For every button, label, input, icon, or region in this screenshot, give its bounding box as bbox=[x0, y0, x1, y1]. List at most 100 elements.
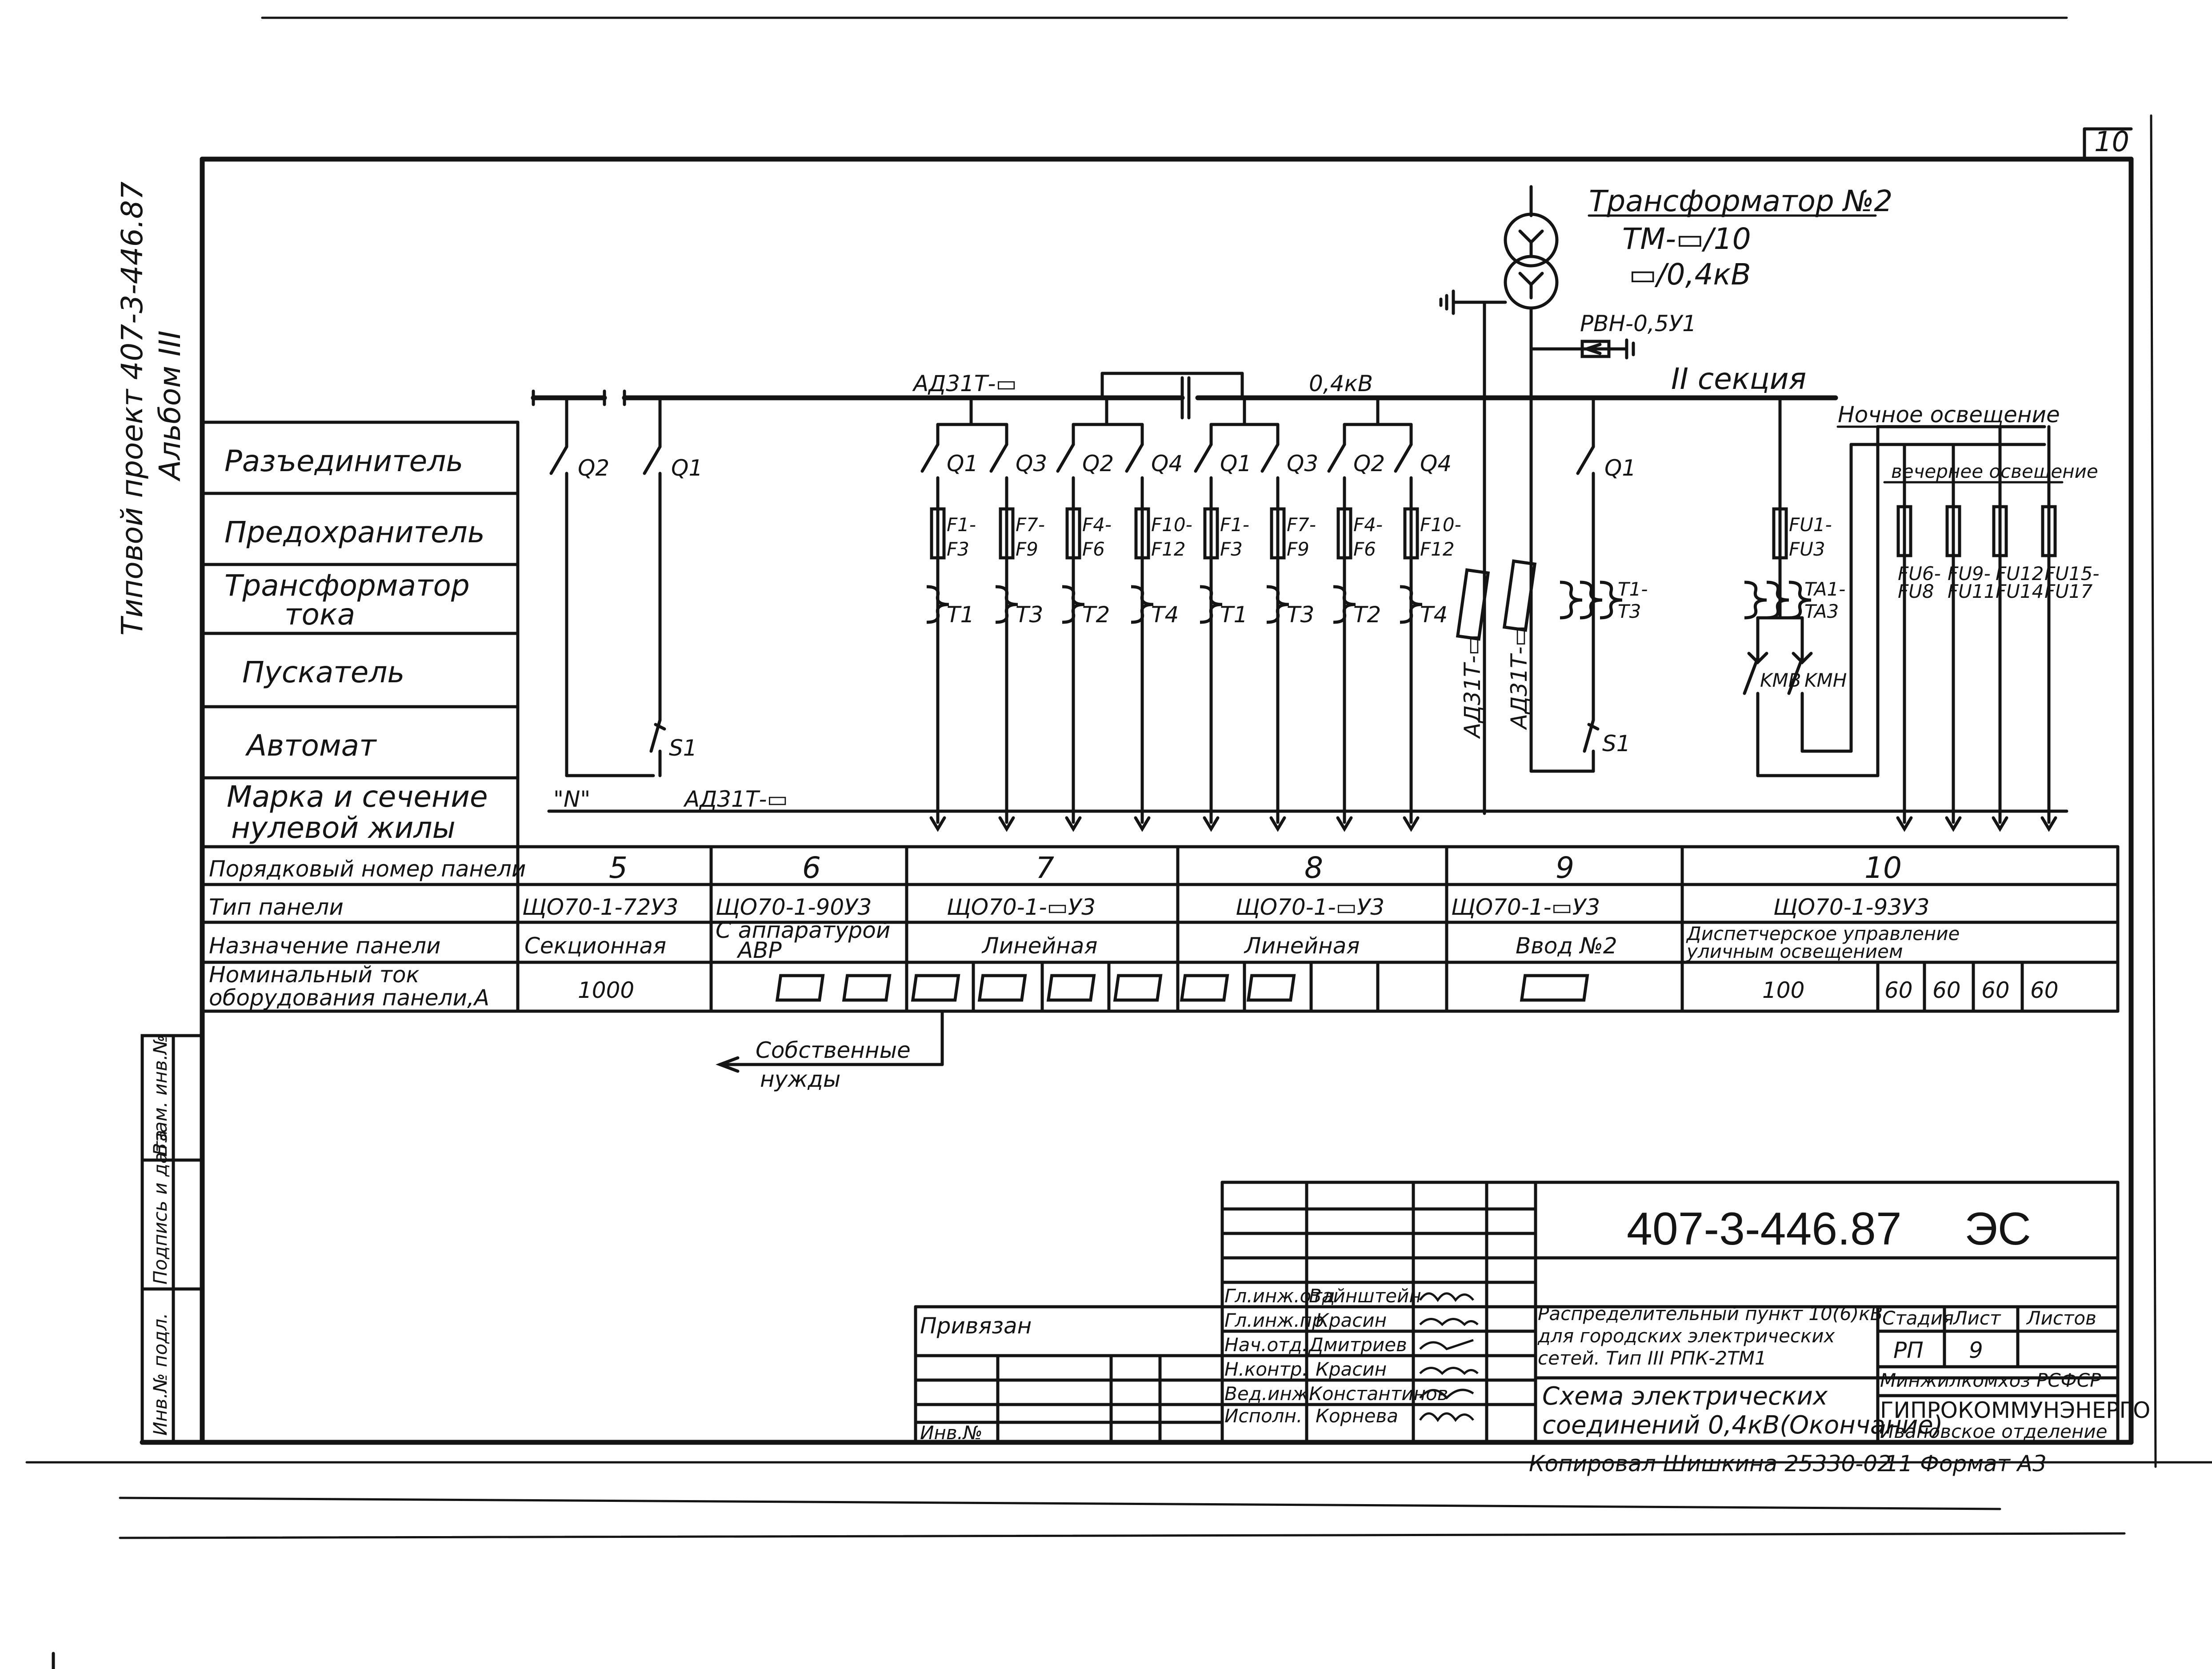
person-name: Корнева bbox=[1316, 1405, 1398, 1427]
org-branch: Ивановское отделение bbox=[1880, 1421, 2108, 1442]
ct-label: T3 bbox=[1016, 602, 1043, 628]
panel-type: ЩО70-1-▭У3 bbox=[1236, 894, 1384, 920]
panel-number: 5 bbox=[609, 851, 628, 885]
light-fuse-label: FU6- bbox=[1898, 563, 1941, 584]
table-numbers: 5 6 7 8 9 10 bbox=[609, 851, 1902, 885]
project-title: для городских электрических bbox=[1537, 1325, 1836, 1347]
title-doc-code: 407-3-446.87 bbox=[1627, 1203, 1902, 1255]
copied-by: Копировал Шишкина 25330-02 bbox=[1529, 1451, 1892, 1477]
ct-label: T2 bbox=[1353, 602, 1381, 628]
panel-purpose: Линейная bbox=[981, 933, 1097, 959]
disconnector-label: Q4 bbox=[1151, 451, 1183, 476]
panel-purpose: Ввод №2 bbox=[1516, 933, 1617, 959]
person-name: Вайнштейн bbox=[1309, 1285, 1421, 1307]
panel-current: 1000 bbox=[578, 977, 634, 1003]
fuse-label: F4- bbox=[1353, 514, 1383, 536]
transformer-symbol bbox=[1439, 185, 1635, 815]
light-fuse-label: FU8 bbox=[1898, 580, 1934, 602]
breaker-in-label: S1 bbox=[1602, 731, 1631, 756]
panel-type: ЩО70-1-▭У3 bbox=[1451, 894, 1600, 920]
ct-label: T1 bbox=[1220, 602, 1248, 628]
panel-purpose: Диспетчерское управление bbox=[1686, 923, 1960, 945]
disconnector-label: Q1 bbox=[947, 451, 978, 476]
person-name: Константинов bbox=[1309, 1383, 1448, 1405]
fuse-label: FU3 bbox=[1789, 538, 1825, 560]
current-transformer-symbols bbox=[926, 580, 1812, 624]
label-current-transformer-2: тока bbox=[284, 597, 355, 632]
fuse-label: F9 bbox=[1287, 538, 1309, 560]
light-fuse-label: FU17 bbox=[2044, 580, 2093, 602]
ct-label: T3 bbox=[1287, 602, 1314, 628]
busbar-section: II секция bbox=[1671, 362, 1806, 396]
arrow-markers bbox=[929, 816, 2057, 832]
side-stamp: Типовой проект 407-3-446.87 Альбом III bbox=[115, 181, 187, 636]
evening-lighting-label: вечернее освещение bbox=[1891, 460, 2098, 482]
table-types: ЩО70-1-72У3 ЩО70-1-90У3 ЩО70-1-▭У3 ЩО70-… bbox=[522, 894, 1929, 920]
sheet-value: 9 bbox=[1969, 1337, 1983, 1363]
busbar-voltage: 0,4кВ bbox=[1309, 371, 1373, 396]
signatures bbox=[1419, 1292, 1479, 1422]
org-institute: ГИПРОКОММУНЭНЕРГО bbox=[1880, 1397, 2150, 1423]
busbar-breaker-label: АД31Т-▭ bbox=[912, 371, 1017, 396]
fuse-label: F1- bbox=[947, 514, 976, 536]
table-header-purpose: Назначение панели bbox=[209, 933, 441, 959]
drawing-title: соединений 0,4кВ(Окончание) bbox=[1542, 1411, 1943, 1440]
title-tied-label: Привязан bbox=[920, 1313, 1032, 1339]
light-fuse-label: FU12 bbox=[1996, 563, 2044, 584]
table-currents: 1000 100 60 60 60 60 bbox=[578, 977, 2059, 1003]
night-lighting-label: Ночное освещение bbox=[1838, 402, 2060, 428]
stamp-inv-original: Инв.№ подл. bbox=[149, 1313, 171, 1436]
panel-current: 60 bbox=[2030, 977, 2059, 1003]
light-fuse-label: FU15- bbox=[2044, 563, 2100, 584]
light-fuse-label: FU11 bbox=[1948, 580, 1996, 602]
panel-number: 9 bbox=[1556, 851, 1574, 885]
fuse-label: F4- bbox=[1082, 514, 1112, 536]
transformer-model-hv: ТМ-▭/10 bbox=[1622, 222, 1751, 256]
stamp-signature-date: Подпись и дата bbox=[149, 1130, 171, 1285]
own-needs-label: Собственные bbox=[756, 1037, 911, 1063]
disconnector-label: Q1 bbox=[671, 455, 703, 481]
zero-wire-name: "N" bbox=[553, 786, 590, 812]
current-transformer-labels: T1 T3 T2 T4 T1 T3 T2 T4 T1- T3 TA1- TA3 bbox=[947, 578, 1845, 628]
label-disconnector: Разъединитель bbox=[224, 444, 463, 478]
breaker-symbols bbox=[649, 718, 1600, 753]
fuse-labels: F1- F3 F7- F9 F4- F6 F10- F12 F1- F3 F7-… bbox=[947, 514, 2100, 602]
disconnector-label: Q2 bbox=[578, 455, 609, 481]
panel-purpose: Секционная bbox=[524, 933, 666, 959]
fuse-label: FU1- bbox=[1789, 514, 1832, 536]
light-fuse-label: FU9- bbox=[1948, 563, 1991, 584]
label-fuse: Предохранитель bbox=[224, 515, 485, 549]
own-needs-label-2: нужды bbox=[760, 1066, 840, 1092]
panel-type: ЩО70-1-93У3 bbox=[1773, 894, 1929, 920]
person-name: Красин bbox=[1316, 1358, 1387, 1380]
disconnector-labels: Q2 Q1 Q1 Q3 Q2 Q4 Q1 Q3 Q2 Q4 Q1 bbox=[578, 451, 1636, 481]
panel-number: 10 bbox=[1864, 851, 1902, 885]
panel-type: ЩО70-1-72У3 bbox=[522, 894, 678, 920]
role: Н.контр. bbox=[1224, 1358, 1308, 1380]
ct-group-label: TA3 bbox=[1804, 600, 1839, 622]
paper-format: Формат А3 bbox=[1920, 1451, 2047, 1477]
panel-purpose: Линейная bbox=[1244, 933, 1360, 959]
busbars bbox=[531, 372, 1838, 420]
fuse-label: F7- bbox=[1016, 514, 1045, 536]
label-breaker: Автомат bbox=[245, 728, 377, 763]
fuse-label: F12 bbox=[1420, 538, 1455, 560]
ct-group-label: T1- bbox=[1618, 578, 1648, 600]
title-doc-type: ЭС bbox=[1964, 1203, 2031, 1255]
riser-boxes bbox=[1456, 559, 1537, 641]
zero-wire-cable: АД31Т-▭ bbox=[683, 786, 788, 812]
fuse-label: F9 bbox=[1016, 538, 1038, 560]
stamp-replacement-inv: Взам. инв.№ bbox=[149, 1035, 171, 1156]
breaker-label: S1 bbox=[669, 735, 697, 761]
title-block-grid bbox=[914, 1181, 2120, 1444]
fuse-label: F6 bbox=[1082, 538, 1105, 560]
fuse-label: F12 bbox=[1151, 538, 1186, 560]
arrester-label: РВН-0,5У1 bbox=[1580, 311, 1696, 336]
label-zero-wire-2: нулевой жилы bbox=[231, 811, 456, 845]
side-album: Альбом III bbox=[153, 331, 187, 482]
ct-label: T4 bbox=[1420, 602, 1448, 628]
org-ministry: Минжилкомхоз РСФСР bbox=[1880, 1369, 2101, 1391]
fuse-label: F1- bbox=[1220, 514, 1249, 536]
